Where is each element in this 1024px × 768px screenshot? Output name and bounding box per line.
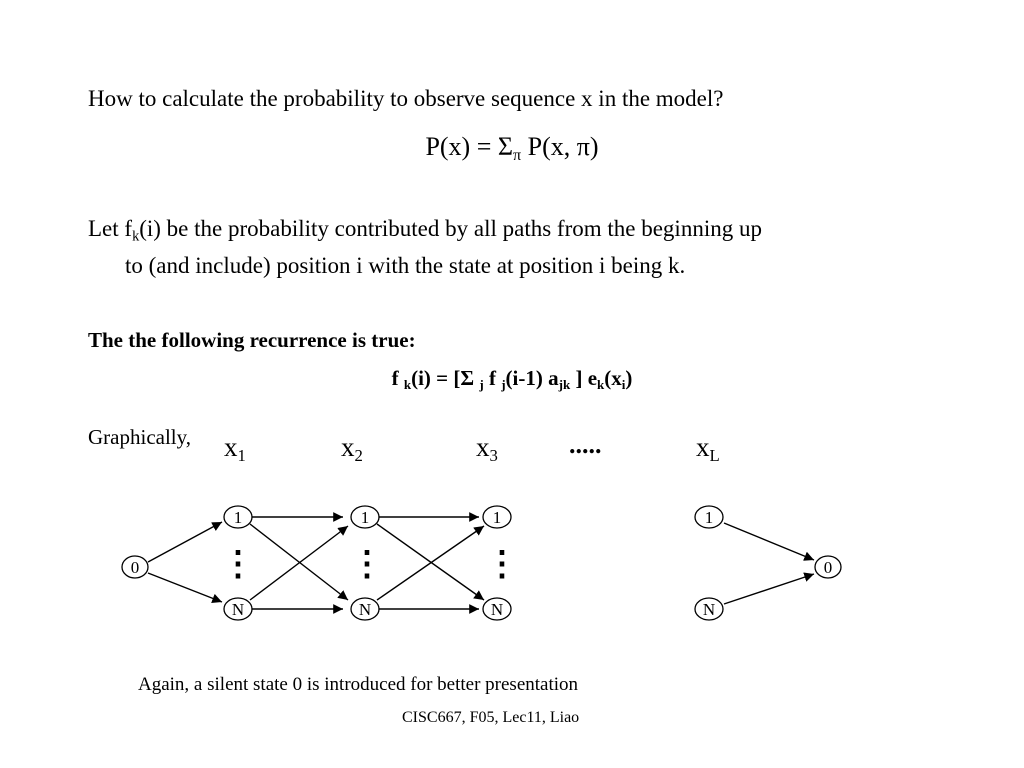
node-col1-bottom-label: N bbox=[232, 600, 244, 619]
formula-sum-subscript: π bbox=[513, 146, 522, 164]
arrow-colL-bottom-to-end bbox=[723, 572, 815, 605]
position-base: x bbox=[224, 432, 238, 462]
arrow-col2-top-to-col3-bottom bbox=[376, 523, 485, 601]
position-base: x bbox=[696, 432, 710, 462]
rec-part: (i-1) a bbox=[505, 366, 559, 390]
arrow-col2-bottom-to-col3-top bbox=[376, 525, 485, 601]
position-label-xL: xL bbox=[696, 432, 720, 466]
start-node-label: 0 bbox=[131, 558, 140, 577]
end-node bbox=[814, 555, 842, 579]
arrow-start-to-state1 bbox=[147, 521, 223, 563]
probability-formula: P(x) = Σπ P(x, π) bbox=[0, 132, 1024, 164]
position-label-x1: x1 bbox=[224, 432, 246, 466]
rec-sub: j bbox=[479, 376, 484, 392]
node-col3-bottom-label: N bbox=[491, 600, 503, 619]
vertical-ellipses: ⋮ ⋮ ⋮ bbox=[221, 546, 519, 583]
let-subscript: k bbox=[132, 228, 140, 245]
node-col3-top bbox=[482, 505, 512, 529]
node-colL-bottom bbox=[694, 597, 724, 621]
arrow-col1-top-to-col2-bottom bbox=[249, 523, 349, 601]
arrow-colL-top-to-end bbox=[723, 522, 815, 561]
node-col1-top-label: 1 bbox=[234, 508, 243, 527]
node-col3-top-label: 1 bbox=[493, 508, 502, 527]
node-col1-top bbox=[223, 505, 253, 529]
rec-sub: j bbox=[501, 376, 506, 392]
arrow-start-to-stateN bbox=[147, 572, 223, 603]
rec-sub: jk bbox=[558, 376, 571, 392]
silent-state-note: Again, a silent state 0 is introduced fo… bbox=[138, 674, 579, 695]
rec-part: f bbox=[483, 366, 502, 390]
arrow-col1-bottom-to-col2-top bbox=[249, 525, 349, 601]
rec-part: (i) = [Σ bbox=[411, 366, 480, 390]
node-colL-bottom-label: N bbox=[703, 600, 715, 619]
node-col3-bottom bbox=[482, 597, 512, 621]
node-col2-top-label: 1 bbox=[361, 508, 370, 527]
position-base: x bbox=[476, 432, 490, 462]
position-subscript: 1 bbox=[237, 446, 246, 466]
rec-part: (x bbox=[604, 366, 622, 390]
rec-sub: k bbox=[403, 376, 412, 392]
slide-footer: CISC667, F05, Lec11, Liao bbox=[402, 709, 580, 726]
let-statement-line1: Let fk(i) be the probability contributed… bbox=[88, 216, 762, 245]
rec-part: ) bbox=[625, 366, 633, 390]
end-node-label: 0 bbox=[824, 558, 833, 577]
recurrence-heading: The the following recurrence is true: bbox=[88, 328, 416, 352]
let-part2: (i) be the probability contributed by al… bbox=[139, 216, 762, 241]
position-label-x3: x3 bbox=[476, 432, 498, 466]
start-node bbox=[121, 555, 149, 579]
position-subscript: L bbox=[709, 446, 720, 466]
position-ellipsis: ..... bbox=[569, 430, 602, 459]
rec-sub: k bbox=[597, 376, 605, 392]
rec-part: ] e bbox=[570, 366, 598, 390]
vdots-col2: ⋮ bbox=[350, 546, 384, 583]
position-subscript: 2 bbox=[354, 446, 363, 466]
rec-sub: i bbox=[621, 376, 626, 392]
node-col2-top bbox=[350, 505, 380, 529]
node-col1-bottom bbox=[223, 597, 253, 621]
position-base: x bbox=[341, 432, 355, 462]
state-nodes bbox=[121, 505, 842, 621]
transition-arrows bbox=[147, 512, 815, 614]
vdots-col1: ⋮ bbox=[221, 546, 255, 583]
rec-part: f bbox=[391, 366, 404, 390]
node-col2-bottom-label: N bbox=[359, 600, 371, 619]
position-subscript: 3 bbox=[489, 446, 498, 466]
formula-rhs: P(x, π) bbox=[521, 132, 599, 161]
formula-lhs: P(x) = Σ bbox=[425, 132, 514, 161]
vdots-col3: ⋮ bbox=[485, 546, 519, 583]
node-col2-bottom bbox=[350, 597, 380, 621]
node-colL-top-label: 1 bbox=[705, 508, 714, 527]
node-colL-top bbox=[694, 505, 724, 529]
let-part1: Let f bbox=[88, 216, 133, 241]
node-labels: 0 1 N 1 N 1 N 1 N 0 bbox=[131, 508, 833, 619]
graphically-label: Graphically, bbox=[88, 425, 192, 449]
question-text: How to calculate the probability to obse… bbox=[88, 86, 724, 111]
let-statement-line2: to (and include) position i with the sta… bbox=[125, 253, 686, 278]
position-label-x2: x2 bbox=[341, 432, 363, 466]
recurrence-formula: f k(i) = [Σ j f j(i-1) ajk ] ek(xi) bbox=[0, 366, 1024, 391]
